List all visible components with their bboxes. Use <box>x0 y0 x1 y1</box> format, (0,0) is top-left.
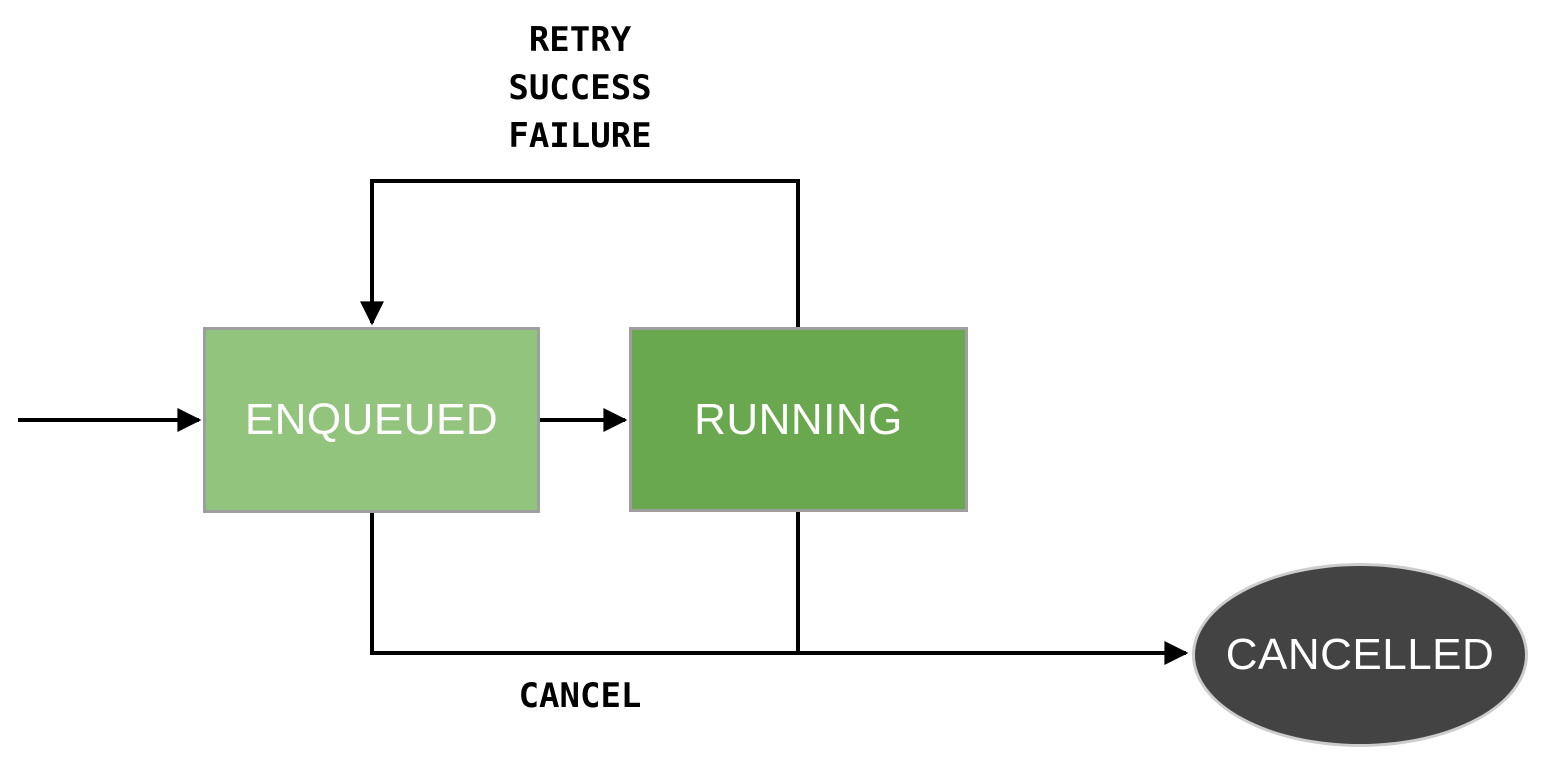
node-cancelled-label: CANCELLED <box>1225 630 1495 679</box>
edge-enqueued-to-cancelled <box>370 513 1189 665</box>
node-cancelled: CANCELLED <box>1192 563 1528 747</box>
node-running-label: RUNNING <box>694 394 903 444</box>
edge-label-retry-success-failure: RETRY SUCCESS FAILURE <box>430 16 730 160</box>
edge-label-failure: FAILURE <box>508 116 652 156</box>
edge-label-retry: RETRY <box>528 20 632 60</box>
node-running: RUNNING <box>629 327 968 512</box>
edge-running-to-enqueued-loop <box>360 179 800 327</box>
node-enqueued: ENQUEUED <box>203 327 540 513</box>
edge-label-cancel: CANCEL <box>518 676 642 716</box>
edge-label-success: SUCCESS <box>508 68 652 108</box>
node-enqueued-label: ENQUEUED <box>244 395 499 444</box>
